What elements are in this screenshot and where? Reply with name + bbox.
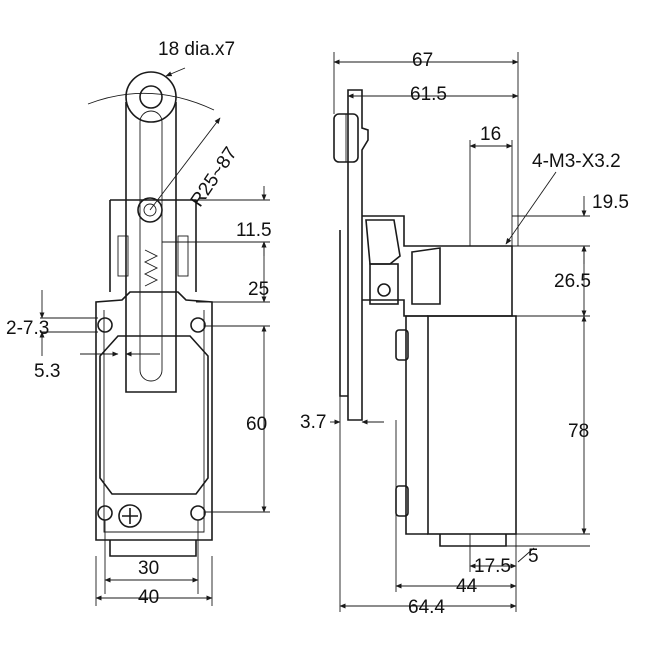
side-base-foot (439, 534, 507, 547)
label-60: 60 (246, 414, 267, 435)
side-switch-left-edge (405, 315, 428, 535)
mount-hole-top-left (97, 317, 113, 333)
side-view (333, 89, 557, 547)
label-3-7: 3.7 (300, 412, 326, 433)
side-upper-boss (395, 329, 409, 361)
swing-arc (87, 92, 215, 111)
label-17-5: 17.5 (474, 556, 511, 577)
label-roller-dia: 18 dia.x7 (158, 39, 235, 60)
label-64-4: 64.4 (408, 597, 445, 618)
label-61-5: 61.5 (410, 84, 447, 105)
side-lever-plate (347, 89, 369, 421)
terminal-screw-cross (122, 508, 138, 524)
mount-hole-top-right (190, 317, 206, 333)
roller-leader (165, 67, 186, 77)
pivot-outer (137, 197, 163, 223)
front-body-outline (95, 291, 213, 541)
side-head-housing (362, 215, 513, 317)
label-40: 40 (138, 587, 159, 608)
front-dimensions (39, 186, 270, 606)
label-44: 44 (456, 576, 478, 597)
label-11-5: 11.5 (236, 220, 272, 241)
thread-leader (505, 171, 557, 245)
side-head-block (369, 263, 399, 305)
terminal-screw (118, 504, 142, 528)
label-2-7-3: 2-7.3 (6, 318, 49, 339)
front-bottom-flange (109, 540, 197, 557)
label-78: 78 (568, 421, 589, 442)
label-25: 25 (248, 279, 269, 300)
front-body-inner (103, 310, 205, 533)
label-5: 5 (528, 546, 539, 567)
side-head-screw (377, 283, 391, 297)
label-26-5: 26.5 (554, 271, 591, 292)
mount-hole-bottom-left (97, 505, 113, 521)
front-recess (99, 335, 209, 495)
side-dimensions (330, 52, 590, 612)
label-16: 16 (480, 124, 501, 145)
lever-slot (139, 110, 163, 382)
mount-hole-bottom-right (190, 505, 206, 521)
front-view (87, 67, 221, 557)
label-67: 67 (412, 50, 433, 71)
side-head-lever (365, 219, 401, 265)
roller-outer (125, 71, 177, 123)
label-5-3: 5.3 (34, 361, 60, 382)
dim-5-leader (517, 547, 535, 563)
radius-line (149, 117, 221, 211)
label-30: 30 (138, 558, 159, 579)
lever-arm (125, 102, 177, 393)
spring (143, 249, 159, 287)
label-thread: 4-M3-X3.2 (532, 151, 621, 172)
side-head-cover (411, 247, 441, 305)
pivot-inner (143, 203, 157, 217)
label-19-5: 19.5 (592, 192, 629, 213)
side-switch-body (427, 315, 517, 535)
front-head-tab-left (117, 235, 129, 277)
roller-inner (139, 85, 163, 109)
side-mount-plate (339, 230, 348, 397)
front-head-tab-right (177, 235, 189, 277)
label-radius: R25~87 (187, 143, 242, 210)
